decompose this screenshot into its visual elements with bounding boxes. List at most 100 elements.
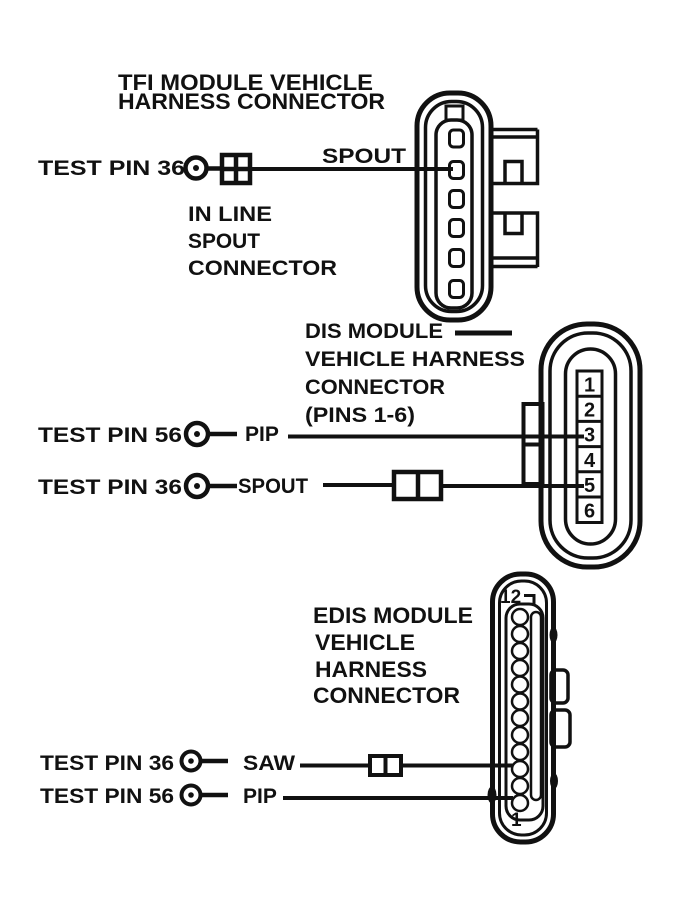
probe-dot [194, 431, 200, 437]
edis-row2-probe-icon [179, 783, 203, 807]
edis-title-line3: HARNESS [315, 657, 427, 682]
tfi-pin-5 [448, 248, 465, 268]
edis-inline-connector-icon [368, 754, 403, 777]
edis-row1-probe-icon [179, 749, 203, 773]
edis-pin-10 [510, 641, 530, 661]
dis-side-tab [521, 402, 545, 486]
inline-label-line3: CONNECTOR [188, 257, 337, 280]
inline-label-line1: IN LINE [188, 203, 272, 226]
tfi-test-pin-probe-icon [183, 155, 209, 181]
inline-spout-connector-icon [219, 152, 253, 186]
tfi-title-line1: TFI MODULE VEHICLE [118, 70, 373, 95]
dis-pin-number-2: 2 [584, 400, 595, 422]
dis-pin-numbers: 1 2 3 4 5 6 [584, 375, 596, 523]
dis-row2-signal-label: SPOUT [238, 475, 308, 498]
tfi-pin-2-spout [448, 160, 465, 180]
dis-title-line2: VEHICLE HARNESS [305, 348, 525, 371]
edis-left-bump [487, 786, 497, 804]
dis-row2-probe-icon [183, 472, 211, 500]
probe-ring [179, 783, 203, 807]
edis-row1-test-pin-label: TEST PIN 36 [40, 752, 174, 775]
tfi-pin-1 [448, 128, 465, 149]
edis-top-pin-label: 12 [500, 587, 521, 608]
edis-pin-9 [510, 658, 530, 678]
edis-bottom-pin-label: 1 [511, 810, 522, 831]
dis-pin-number-5: 5 [584, 475, 595, 497]
tfi-connector-key-notch [444, 104, 465, 122]
tfi-side-latch-lower [491, 211, 540, 269]
edis-right-bump-lower [550, 773, 558, 789]
latch-upper-notch [503, 159, 524, 184]
latch-lower-notch [503, 213, 524, 236]
tfi-pin-3 [448, 189, 465, 209]
latch-upper-top-lines [491, 127, 538, 139]
dis-connector-pill [563, 347, 618, 546]
probe-ring [179, 749, 203, 773]
edis-pin-6 [510, 708, 530, 728]
edis-row2-signal-label: PIP [243, 785, 277, 808]
tfi-connector-inner [434, 118, 474, 310]
probe-ring [183, 420, 211, 448]
edis-pin-3-saw [510, 759, 530, 779]
probe-ring [183, 472, 211, 500]
edis-pin-4 [510, 742, 530, 762]
tfi-signal-label: SPOUT [322, 145, 406, 168]
edis-edge-bumps [487, 627, 558, 804]
edis-pin-8 [510, 675, 530, 694]
edis-side-tab-lower [549, 708, 572, 749]
edis-pin-5 [510, 725, 530, 745]
edis-title-line1: EDIS MODULE [313, 603, 473, 628]
edis-connector-mid [498, 579, 548, 837]
edis-pin-12 [510, 607, 530, 627]
dis-pin-number-6: 6 [584, 501, 595, 523]
edis-right-bump-upper [549, 627, 558, 643]
dis-title-line1: DIS MODULE [305, 320, 443, 343]
tfi-title-line2: HARNESS CONNECTOR [118, 89, 385, 114]
edis-side-tab-upper [549, 668, 570, 705]
dis-inline-connector-icon [391, 469, 444, 502]
dis-title-line4: (PINS 1-6) [305, 404, 415, 427]
edis-connector-outer [490, 571, 556, 845]
probe-dot [188, 792, 194, 798]
edis-pin-7 [510, 692, 530, 711]
dis-pin-number-3: 3 [584, 425, 595, 447]
tfi-side-latch-upper [491, 127, 540, 186]
edis-connector: 12 1 [487, 571, 572, 845]
tfi-pins [448, 128, 465, 299]
dis-pin-strip-dividers [577, 394, 602, 499]
probe-dot [194, 483, 200, 489]
latch-lower-bottom-lines [491, 256, 538, 269]
tfi-connector-mid [423, 99, 485, 314]
edis-row1-signal-label: SAW [243, 752, 295, 775]
dis-connector-mid [548, 331, 633, 560]
edis-section: EDIS MODULE VEHICLE HARNESS CONNECTOR TE… [40, 571, 572, 845]
dis-section: DIS MODULE VEHICLE HARNESS CONNECTOR (PI… [38, 320, 643, 570]
inline-box-cross [222, 155, 250, 183]
dis-row1-signal-label: PIP [245, 423, 279, 446]
dis-row1-test-pin-label: TEST PIN 56 [38, 424, 182, 447]
edis-title-line4: CONNECTOR [313, 683, 460, 708]
edis-row2-test-pin-label: TEST PIN 56 [40, 785, 174, 808]
edis-top-pin-bracket [524, 594, 536, 606]
probe-dot [193, 165, 199, 171]
probe-ring [183, 155, 209, 181]
edis-connector-channel [504, 602, 545, 822]
tfi-pin-4 [448, 218, 465, 238]
dis-connector: 1 2 3 4 5 6 [521, 321, 643, 570]
edis-pin-11 [510, 624, 530, 644]
inline-label-line2: SPOUT [188, 230, 260, 253]
tfi-section: TFI MODULE VEHICLE HARNESS CONNECTOR TES… [38, 70, 540, 323]
edis-pin-2 [510, 776, 530, 796]
dis-pin-number-1: 1 [584, 375, 595, 397]
tfi-test-pin-label: TEST PIN 36 [38, 157, 185, 180]
tfi-connector [414, 90, 540, 323]
edis-connector-rail [529, 610, 543, 802]
probe-dot [188, 758, 194, 764]
tfi-connector-outer [414, 90, 494, 323]
edis-pin-1-pip [510, 793, 530, 813]
tfi-pin-6 [448, 279, 465, 299]
dis-row2-test-pin-label: TEST PIN 36 [38, 476, 182, 499]
dis-title-line3: CONNECTOR [305, 376, 445, 399]
edis-title-line2: VEHICLE [315, 630, 415, 655]
